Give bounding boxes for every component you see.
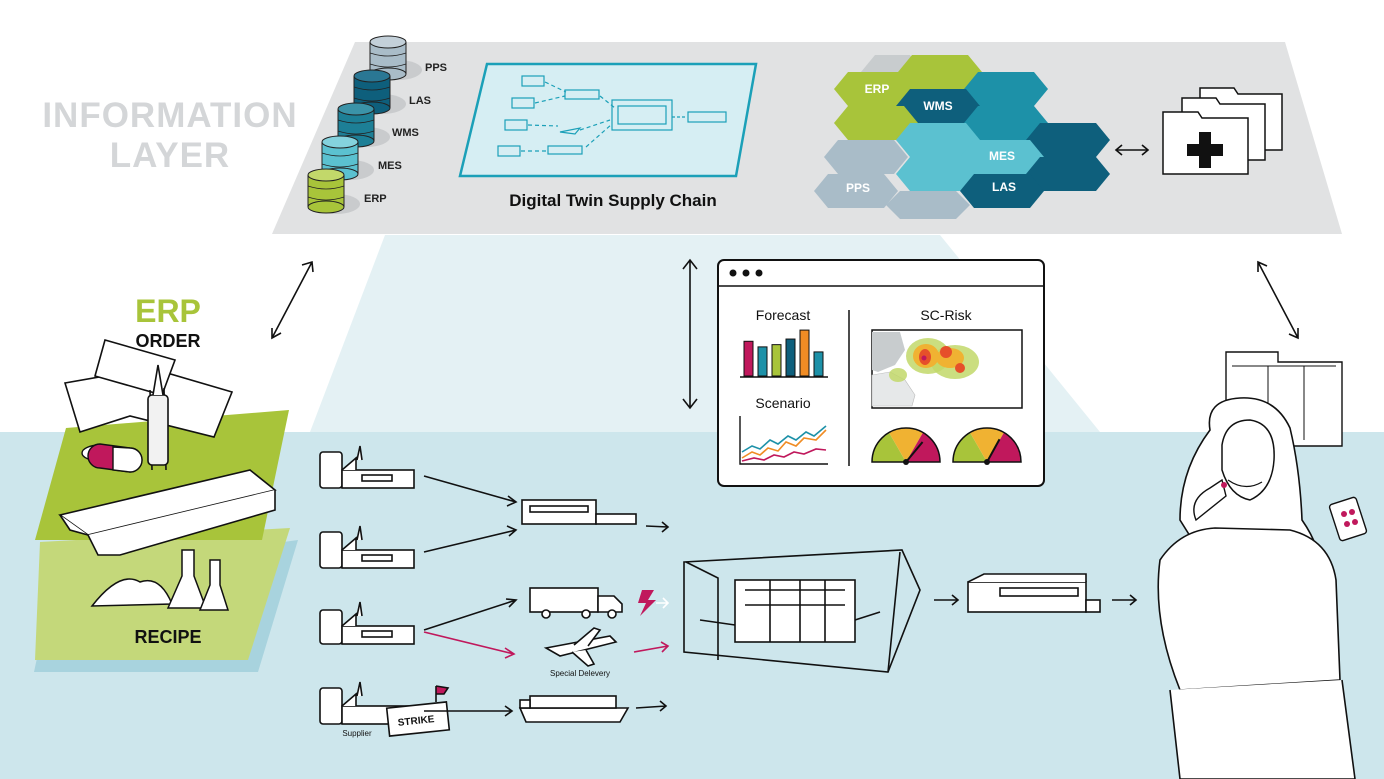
factory-icon bbox=[319, 681, 451, 737]
pill-icon bbox=[81, 443, 143, 473]
special-delivery-label: Special Delevery bbox=[550, 669, 610, 678]
forecast-bar bbox=[813, 351, 824, 377]
medical-folder-icon bbox=[1162, 87, 1283, 175]
db-label-mes: MES bbox=[378, 160, 402, 172]
forecast-bar bbox=[757, 346, 768, 377]
scenario-label: Scenario bbox=[755, 395, 810, 411]
erp-recipe-stack: ERP ORDER RECIPE bbox=[34, 293, 298, 672]
ship-icon bbox=[518, 695, 630, 723]
digital-twin-panel: Digital Twin Supply Chain bbox=[458, 62, 758, 210]
medicine-box-icon bbox=[58, 339, 277, 556]
order-label: ORDER bbox=[135, 331, 200, 351]
hex-erp bbox=[834, 72, 918, 106]
db-cylinder-erp bbox=[307, 168, 360, 214]
truck-icon bbox=[529, 587, 623, 619]
supplier-label: Supplier bbox=[342, 729, 372, 738]
gauge-needle bbox=[905, 441, 924, 463]
gauge-needle bbox=[986, 438, 1001, 463]
db-label-las: LAS bbox=[409, 95, 431, 107]
production-line-icon bbox=[683, 549, 921, 673]
recipe-label: RECIPE bbox=[134, 627, 201, 647]
hex-label-wms: WMS bbox=[923, 99, 952, 113]
sc-risk-map bbox=[871, 329, 1023, 409]
sc-risk-label: SC-Risk bbox=[920, 307, 972, 323]
system-hexagon-map: ERP WMS MES PPS LAS bbox=[814, 55, 1110, 219]
hex-label-las: LAS bbox=[992, 180, 1016, 194]
supplier-factories bbox=[319, 445, 1101, 737]
hex-pps bbox=[814, 174, 898, 208]
information-layer-title-line2: LAYER bbox=[109, 136, 231, 175]
strike-sign-label: STRIKE bbox=[397, 714, 435, 729]
forecast-bar bbox=[785, 338, 796, 377]
db-label-pps: PPS bbox=[425, 62, 447, 74]
factory-icon bbox=[319, 445, 415, 489]
hex-label-erp: ERP bbox=[865, 82, 890, 96]
window-dot bbox=[742, 269, 750, 277]
forecast-bar bbox=[771, 344, 782, 377]
forecast-bar bbox=[743, 340, 754, 377]
window-dot bbox=[729, 269, 737, 277]
hex-wms bbox=[896, 89, 980, 123]
blister-pack-icon bbox=[1328, 496, 1368, 542]
forecast-label: Forecast bbox=[756, 307, 811, 323]
erp-title: ERP bbox=[135, 293, 201, 329]
digital-twin-caption: Digital Twin Supply Chain bbox=[509, 191, 716, 210]
db-label-wms: WMS bbox=[392, 127, 419, 139]
scenario-line-chart bbox=[739, 416, 828, 465]
information-layer-title: INFORMATION LAYER bbox=[30, 96, 310, 176]
hex-las bbox=[960, 174, 1044, 208]
distribution-center-icon bbox=[967, 573, 1101, 613]
forecast-bar bbox=[799, 329, 810, 377]
db-label-erp: ERP bbox=[364, 193, 387, 205]
hex-label-pps: PPS bbox=[846, 181, 870, 195]
warehouse-icon bbox=[521, 499, 637, 525]
information-layer-title-line1: INFORMATION bbox=[42, 96, 298, 135]
risk-gauges bbox=[871, 427, 1022, 465]
dashboard-window: Forecast Scenario SC-Risk bbox=[717, 259, 1045, 487]
disruption-lightning-icon bbox=[638, 590, 670, 616]
hex-label-mes: MES bbox=[989, 149, 1015, 163]
digital-twin-sketch bbox=[497, 75, 727, 157]
window-dot bbox=[755, 269, 763, 277]
patient-figure bbox=[1157, 351, 1368, 779]
database-stack: PPS LAS WMS MES ERP bbox=[307, 35, 447, 214]
special-delivery-arrows bbox=[423, 631, 670, 659]
lab-flask-icon bbox=[90, 549, 230, 611]
factory-icon bbox=[319, 601, 415, 645]
forecast-bar-chart bbox=[743, 329, 824, 377]
risk-gauge bbox=[871, 427, 941, 465]
layer-connection-arrows bbox=[271, 258, 1299, 410]
hex-mes bbox=[960, 140, 1044, 174]
flow-arrows bbox=[423, 475, 1138, 717]
risk-gauge bbox=[952, 427, 1022, 465]
hex-folder-double-arrow bbox=[1114, 144, 1150, 156]
factory-icon bbox=[319, 525, 415, 569]
airplane-icon bbox=[543, 627, 618, 667]
